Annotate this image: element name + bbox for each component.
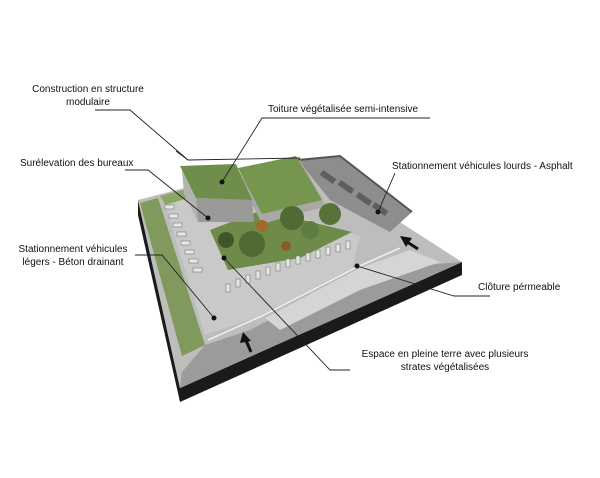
base-slab-left-edge	[138, 200, 180, 402]
office-block-side	[182, 170, 198, 222]
leader-construction-bracket	[175, 150, 301, 161]
parked-cars-left	[164, 204, 203, 273]
office-block-front	[196, 198, 254, 222]
green-roof-office	[180, 164, 252, 200]
heavy-parking-wall	[297, 154, 413, 213]
label-stationnement-lourds: Stationnement véhicules lourds - Asphalt	[392, 161, 573, 172]
leader-toiture	[221, 117, 430, 183]
trucks	[319, 169, 389, 217]
label-construction: Construction en structure modulaire	[32, 84, 144, 108]
entrance-arrow-right-icon	[400, 236, 419, 251]
permeable-fence	[207, 247, 401, 341]
label-espace: Espace en pleine terre avec plusieurs st…	[361, 349, 529, 373]
label-toiture: Toiture végétalisée semi-intensive	[268, 104, 419, 115]
leader-legers	[135, 254, 215, 319]
leader-lourds	[377, 172, 396, 213]
base-slab-front-edge	[180, 262, 462, 402]
leader-construction	[95, 109, 189, 161]
entrance-arrow-bottom-icon	[240, 332, 253, 353]
label-cloture: Clôture pérmeable	[478, 282, 561, 293]
leader-espace	[223, 257, 350, 371]
leader-dots	[205, 179, 381, 321]
road-sidewalk	[265, 250, 440, 330]
green-verge-left	[140, 198, 205, 356]
leader-surelevation	[125, 169, 209, 219]
leader-cloture	[356, 265, 490, 297]
garden-trees	[218, 203, 341, 257]
leader-lines	[95, 109, 490, 371]
parked-cars-front	[225, 240, 351, 293]
access-road	[180, 262, 462, 388]
label-stationnement-legers: Stationnement véhicules légers - Béton d…	[18, 244, 128, 268]
label-surelevation: Surélevation des bureaux	[20, 158, 134, 169]
green-roof-rear	[238, 156, 322, 214]
